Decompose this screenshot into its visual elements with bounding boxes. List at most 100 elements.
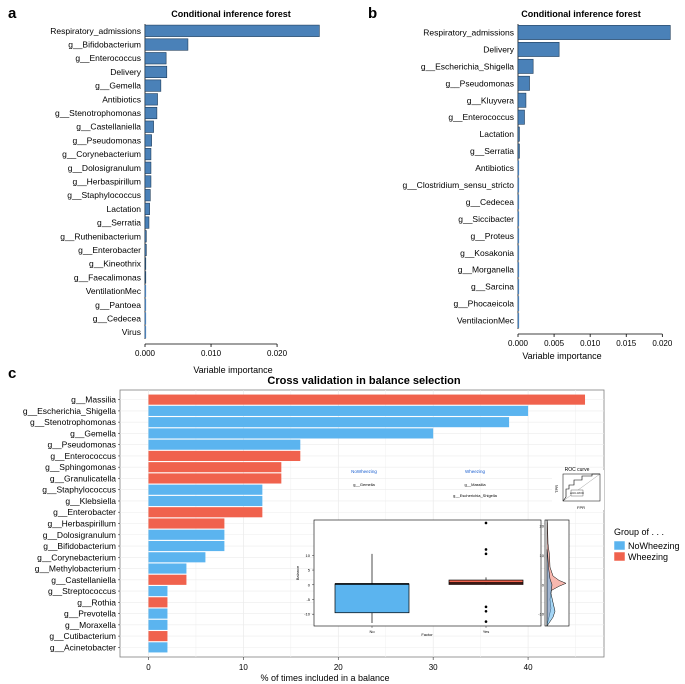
roc-curve (562, 473, 600, 502)
legend-swatch-wheezing (613, 551, 626, 562)
panel-c-bar-g-prevotella (148, 608, 168, 619)
panel-c-bar-g-gemella (148, 428, 434, 439)
panel-c-label-g-enterobacter: g__Enterobacter (53, 507, 116, 517)
boxplot-x-tick-label: No (369, 629, 375, 634)
panel-a-x-tick-label: 0.000 (135, 349, 156, 358)
panel-a-label-g-staphylococcus: g__Staphylococcus (67, 190, 141, 200)
panel-a-label-g-gemella: g__Gemella (95, 81, 141, 91)
panel-b-x-axis-title: Variable importance (522, 351, 601, 361)
panel-b-title: Conditional inference forest (521, 9, 641, 19)
panel-a-label-g-herbaspirillum: g__Herbaspirillum (72, 177, 141, 187)
panel-b-label-g-clostridium-sensu-stricto: g__Clostridium_sensu_stricto (403, 180, 515, 190)
density-y-tick-label: 20 (540, 523, 545, 528)
panel-a-bar-g-herbaspirillum (144, 175, 152, 188)
panel-b-label-g-pseudomonas: g__Pseudomonas (445, 78, 514, 88)
panel-b-label-g-kosakonia: g__Kosakonia (460, 248, 514, 258)
panel-c-label-g-corynebacterium: g__Corynebacterium (37, 552, 116, 562)
panel-c-bar-g-acinetobacter (148, 642, 168, 653)
panel-b-x-tick-label: 0.005 (544, 339, 565, 348)
panel-c-bar-g-escherichia-shigella (148, 405, 529, 416)
panel-b-label-g-kluyvera: g__Kluyvera (467, 95, 515, 105)
panel-a-bar-g-faecalimonas (144, 271, 147, 284)
boxplot-y-tick-label: -5 (306, 597, 310, 602)
panel-c-chart: Cross validation in balance selection g_… (23, 375, 680, 683)
panel-c-label-g-pseudomonas: g__Pseudomonas (47, 440, 116, 450)
panel-a-label-g-enterococcus: g__Enterococcus (75, 53, 141, 63)
boxplot-outlier (484, 605, 488, 609)
panel-b-bar-g-kosakonia (517, 245, 520, 261)
panel-b-label-g-phocaeicola: g__Phocaeicola (454, 299, 515, 309)
panel-c-label-g-herbaspirillum: g__Herbaspirillum (47, 519, 116, 529)
panel-a-label-g-ruthenibacterium: g__Ruthenibacterium (60, 231, 141, 241)
panel-a-x-tick-label: 0.020 (267, 349, 288, 358)
panel-a-bar-g-kineothrix (144, 257, 147, 270)
panel-a-label-respiratory-admissions: Respiratory_admissions (50, 26, 141, 36)
panel-a-label-delivery: Delivery (110, 67, 141, 77)
inset-left-taxon: g__Gemella (353, 482, 375, 487)
panel-a-label-ventilationmec: VentilationMec (86, 286, 142, 296)
panel-c-x-axis-title: % of times included in a balance (260, 673, 389, 683)
panel-a-bar-g-corynebacterium (144, 148, 152, 161)
panel-c-bar-g-moraxella (148, 619, 168, 630)
panel-a-label-g-faecalimonas: g__Faecalimonas (74, 272, 141, 282)
boxplot-box-no (334, 583, 410, 614)
roc-y-label: TPR (554, 485, 559, 493)
panel-c-label-g-sphingomonas: g__Sphingomonas (45, 462, 116, 472)
panel-b-bar-g-enterococcus (517, 109, 525, 125)
boxplot-outlier (484, 548, 488, 551)
panel-a-label-g-pantoea: g__Pantoea (95, 300, 141, 310)
roc-title: ROC curve (565, 467, 590, 473)
panel-a-label-g-cedecea: g__Cedecea (93, 313, 141, 323)
panel-a-bar-g-staphylococcus (144, 189, 151, 202)
panel-a-bar-respiratory-admissions (144, 24, 320, 37)
panel-b-label-g-morganella: g__Morganella (458, 265, 515, 275)
boxplot-x-tick-label: Yes (483, 629, 490, 634)
panel-c-bar-g-corynebacterium (148, 552, 206, 563)
panel-c-x-tick-label: 20 (334, 663, 343, 672)
panel-c-label-g-massilia: g__Massilia (71, 395, 116, 405)
panel-c-label-g-escherichia-shigella: g__Escherichia_Shigella (23, 406, 116, 416)
panel-b-x-tick-label: 0.000 (508, 339, 529, 348)
panel-b-bar-g-cedecea (517, 194, 520, 210)
panel-b-bar-g-morganella (517, 262, 520, 278)
legend-label-wheezing: Wheezing (628, 552, 668, 562)
panel-c-label-g-streptococcus: g__Streptococcus (48, 586, 116, 596)
panel-b-bar-lactation (517, 126, 520, 142)
panel-c-x-tick-label: 30 (429, 663, 438, 672)
panel-c-bar-g-streptococcus (148, 585, 168, 597)
panel-a-bar-g-enterococcus (144, 52, 167, 65)
panel-b-label-antibiotics: Antibiotics (475, 163, 514, 173)
boxplot-y-tick-label: 10 (306, 553, 311, 558)
panel-b-bar-delivery (517, 41, 560, 57)
panel-a-bar-g-serratia (144, 216, 150, 229)
panel-b-label-lactation: Lactation (480, 129, 515, 139)
panel-c-bar-g-sphingomonas (148, 462, 282, 473)
panel-b-bar-g-siccibacter (517, 211, 520, 227)
panel-c-label-g-klebsiella: g__Klebsiella (65, 496, 116, 506)
roc-auc-label: AUC-ROC (570, 491, 585, 495)
roc-plot-frame (562, 473, 601, 502)
panel-c-label-g-acinetobacter: g__Acinetobacter (50, 642, 116, 652)
panel-b-x-tick-label: 0.010 (580, 339, 601, 348)
roc-x-label: FPR (577, 505, 585, 510)
panel-b-bar-g-clostridium-sensu-stricto (517, 177, 520, 193)
panel-c-label-g-methylobacterium: g__Methylobacterium (35, 564, 116, 574)
panel-c-label-g-enterococcus: g__Enterococcus (50, 451, 116, 461)
panel-a-letter: a (8, 5, 17, 22)
panel-c-label-g-cutibacterium: g__Cutibacterium (49, 631, 116, 641)
panel-b-letter: b (368, 5, 377, 22)
panel-a-label-g-dolosigranulum: g__Dolosigranulum (68, 163, 141, 173)
panel-a-chart: Conditional inference forest Variable im… (50, 9, 320, 375)
panel-a-bar-g-enterobacter (144, 243, 147, 257)
roc-inset: ROC curve AUC-ROC FPR TPR (552, 467, 604, 510)
panel-b-bar-respiratory-admissions (517, 25, 671, 40)
density-y-tick-label: 10 (540, 553, 545, 558)
roc-diagonal (562, 473, 601, 502)
inset-header-nowheezing: NoWheezing (351, 469, 377, 474)
panel-c-label-g-castellaniella: g__Castellaniella (51, 575, 116, 585)
panel-b-label-g-serratia: g__Serratia (470, 146, 514, 156)
panel-b-bar-g-phocaeicola (517, 296, 520, 312)
panel-b-bar-g-kluyvera (517, 92, 527, 108)
panel-a-x-axis-title: Variable importance (193, 365, 272, 375)
panel-c-legend: Group of . . . NoWheezing Wheezing (613, 527, 680, 562)
